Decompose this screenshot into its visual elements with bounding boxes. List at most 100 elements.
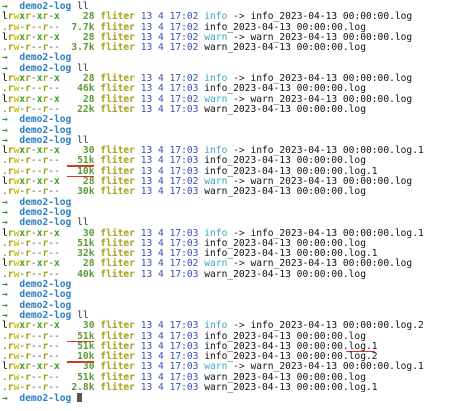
symlink-arrow: -> (233, 73, 245, 85)
file-name[interactable]: info_2023-04-13 00:00:00.log.1 (204, 165, 378, 177)
symlink-target[interactable]: info_2023-04-13 00:00:00.log.1 (250, 145, 424, 157)
permission-char: w (13, 320, 20, 332)
permission-char: - (36, 42, 43, 54)
permission-char: - (36, 103, 43, 115)
permission-char: - (54, 103, 60, 115)
symlink-target[interactable]: warn_2023-04-13 00:00:00.log (250, 31, 413, 43)
prompt-command: ll (77, 309, 89, 321)
permission-char: x (36, 31, 43, 43)
symlink-name[interactable]: warn (204, 258, 228, 270)
file-name[interactable]: warn_2023-04-13 00:00:00.log (204, 42, 366, 54)
arrow-icon: → (2, 289, 8, 301)
file-name[interactable]: warn_2023-04-13 00:00:00.log (204, 268, 366, 280)
arrow-icon: → (2, 1, 8, 12)
file-name[interactable]: warn_2023-04-13 00:00:00.log (204, 371, 366, 383)
permission-char: - (30, 330, 37, 342)
permission-char: - (48, 11, 55, 23)
file-owner: fliter (100, 381, 135, 393)
permission-char: - (54, 21, 60, 33)
permission-char: r (42, 248, 49, 260)
file-name[interactable]: info_2023-04-13 00:00:00.log.1 (204, 340, 378, 352)
permission-char: r (42, 165, 49, 177)
red-underline-annotation (67, 165, 94, 167)
symlink-name[interactable]: warn (204, 31, 228, 43)
permission-char: w (13, 176, 20, 188)
file-name[interactable]: warn_2023-04-13 00:00:00.log.1 (204, 381, 378, 393)
file-date: 13 4 17:03 (140, 268, 199, 280)
permission-char: - (54, 381, 60, 393)
file-size: 28 (65, 11, 95, 23)
symlink-target[interactable]: warn_2023-04-13 00:00:00.log (250, 258, 413, 270)
permission-char: - (48, 176, 55, 188)
permission-char: - (48, 103, 55, 115)
permission-char: x (36, 258, 43, 270)
permission-char: x (54, 227, 60, 239)
file-date: 13 4 17:02 (140, 31, 199, 43)
file-date: 13 4 17:03 (140, 381, 199, 393)
permission-char: - (30, 186, 37, 198)
permission-char: r (25, 21, 31, 33)
file-name[interactable]: info_2023-04-13 00:00:00.log.2 (204, 351, 378, 363)
symlink-arrow: -> (233, 31, 245, 43)
symlink-target[interactable]: info_2023-04-13 00:00:00.log (250, 11, 413, 23)
permission-char: - (30, 340, 37, 352)
permission-char: - (36, 351, 43, 363)
symlink-target[interactable]: info_2023-04-13 00:00:00.log.1 (250, 227, 424, 239)
permission-char: x (19, 145, 26, 157)
file-name[interactable]: info_2023-04-13 00:00:00.log (204, 330, 366, 342)
arrow-icon: → (2, 134, 8, 146)
symlink-target[interactable]: info_2023-04-13 00:00:00.log (250, 73, 413, 85)
file-size: 40k (65, 268, 95, 280)
symlink-name[interactable]: info (204, 73, 228, 85)
symlink-name[interactable]: warn (204, 176, 228, 188)
file-name[interactable]: info_2023-04-13 00:00:00.log (204, 237, 366, 249)
file-name[interactable]: warn_2023-04-13 00:00:00.log (204, 186, 366, 198)
permission-char: r (42, 176, 49, 188)
file-owner: fliter (100, 11, 135, 23)
file-owner: fliter (100, 31, 135, 43)
symlink-target[interactable]: warn_2023-04-13 00:00:00.log.1 (250, 361, 424, 373)
symlink-name[interactable]: warn (204, 93, 228, 105)
file-name[interactable]: info_2023-04-13 00:00:00.log (204, 155, 366, 167)
permission-char: - (19, 165, 26, 177)
permission-char: r (25, 186, 31, 198)
permission-char: r (25, 42, 31, 54)
permission-char: - (19, 351, 26, 363)
file-size: 51k (65, 155, 95, 167)
symlink-name[interactable]: info (204, 227, 228, 239)
permission-char: r (42, 11, 49, 23)
permission-char: r (7, 165, 14, 177)
permission-char: - (30, 351, 37, 363)
permission-char: r (42, 83, 49, 95)
file-owner: fliter (100, 145, 135, 157)
prompt-line: → demo2-log (2, 300, 474, 311)
permission-char: - (48, 145, 55, 157)
permission-char: x (19, 320, 26, 332)
symlink-name[interactable]: info (204, 145, 228, 157)
symlink-target[interactable]: warn_2023-04-13 00:00:00.log (250, 93, 413, 105)
symlink-target[interactable]: info_2023-04-13 00:00:00.log.2 (250, 320, 424, 332)
prompt-line: → demo2-log ll (2, 218, 474, 228)
symlink-name[interactable]: warn (204, 361, 228, 373)
file-type: l (2, 227, 8, 239)
permission-char: x (19, 73, 26, 85)
permission-char: - (54, 165, 60, 177)
file-type: l (2, 320, 8, 332)
file-name[interactable]: info_2023-04-13 00:00:00.log.1 (204, 248, 378, 260)
file-name[interactable]: warn_2023-04-13 00:00:00.log (204, 103, 366, 115)
permission-char: r (42, 227, 49, 239)
permission-char: x (19, 93, 26, 105)
permission-char: - (30, 73, 37, 85)
file-type: l (2, 258, 8, 270)
symlink-name[interactable]: info (204, 11, 228, 23)
permission-char: - (19, 268, 26, 280)
symlink-target[interactable]: warn_2023-04-13 00:00:00.log (250, 176, 413, 188)
file-name[interactable]: info_2023-04-13 00:00:00.log (204, 83, 366, 95)
file-owner: fliter (100, 155, 135, 167)
symlink-name[interactable]: info (204, 320, 228, 332)
permission-char: - (19, 248, 26, 260)
red-underline-annotation (67, 175, 94, 178)
permission-char: w (13, 21, 20, 33)
file-name[interactable]: info_2023-04-13 00:00:00.log (204, 21, 366, 33)
